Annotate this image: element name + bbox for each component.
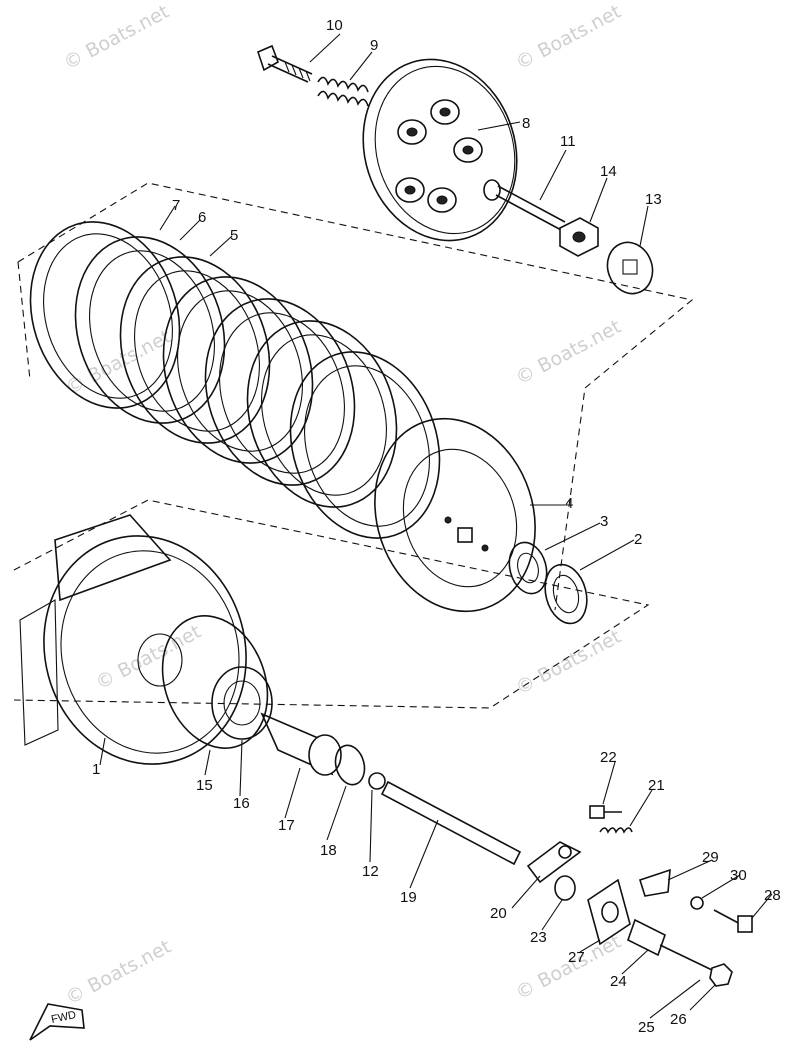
callout-1: 1 (92, 761, 100, 778)
part-23-washer (554, 875, 576, 901)
fwd-label: FWD (50, 1009, 77, 1026)
callout-10: 10 (326, 17, 343, 34)
callout-14: 14 (600, 163, 617, 180)
watermark-lower-right: © Boats.net (512, 626, 625, 700)
part-18-washer (334, 744, 366, 786)
part-25-screw (659, 944, 713, 971)
watermark-center: © Boats.net (92, 621, 205, 695)
part-8-pressure-plate (362, 58, 518, 242)
callout-18: 18 (320, 842, 337, 859)
part-4-clutch-boss (374, 417, 536, 613)
callout-11: 11 (560, 133, 576, 150)
callout-22: 22 (600, 749, 617, 766)
part-1-clutch-housing (19, 514, 247, 765)
part-21-spring (599, 827, 633, 834)
watermark-bottom-right: © Boats.net (512, 931, 625, 1005)
part-20-lever (526, 841, 582, 884)
part-11-push-rod (483, 179, 566, 232)
part-3-washer (508, 541, 548, 595)
part-27-adjuster-cover (587, 878, 631, 946)
part-30-washer (690, 896, 704, 910)
callout-29: 29 (702, 849, 719, 866)
callout-15: 15 (196, 777, 213, 794)
part-19-push-rod (380, 780, 522, 866)
part-10-bolt (257, 44, 313, 83)
callout-12: 12 (362, 863, 379, 880)
watermark-bottom-left: © Boats.net (62, 936, 175, 1010)
part-28-screw (713, 909, 753, 933)
clutch-plate-stack (29, 221, 441, 539)
callout-3: 3 (600, 513, 608, 530)
callout-25: 25 (638, 1019, 655, 1036)
part-9-spring (317, 76, 369, 107)
watermark-mid-right: © Boats.net (512, 316, 625, 390)
boundary-plates-left-edge (17, 261, 31, 381)
callout-26: 26 (670, 1011, 687, 1028)
part-29-plate (639, 868, 671, 897)
part-22-bolt (589, 805, 622, 819)
watermark-top-left: © Boats.net (60, 1, 173, 75)
callout-8: 8 (522, 115, 530, 132)
part-5-plate (119, 256, 271, 444)
part-2-washer (544, 563, 588, 625)
callout-6: 6 (198, 209, 206, 226)
part-7-plate (29, 221, 181, 409)
callout-27: 27 (568, 949, 585, 966)
part-12-ball (368, 772, 386, 790)
callout-5: 5 (230, 227, 238, 244)
part-16-gear (211, 666, 273, 740)
boundary-clutch-plates (17, 182, 694, 611)
part-14-nut (559, 217, 599, 257)
part-13-lock-washer (606, 241, 654, 295)
part-26-nut (709, 963, 733, 987)
part-15-o-ring (161, 615, 269, 749)
callout-2: 2 (634, 531, 642, 548)
callout-labels: 10 9 8 11 14 13 7 6 5 4 3 2 1 15 16 17 1… (92, 17, 781, 1036)
callout-19: 19 (400, 889, 417, 906)
callout-20: 20 (490, 905, 507, 922)
callout-9: 9 (370, 37, 378, 54)
part-17-spacer (260, 712, 342, 776)
watermark-top-right: © Boats.net (512, 1, 625, 75)
watermark-mid-left: © Boats.net (62, 326, 175, 400)
group-boundaries (13, 182, 694, 709)
fwd-arrow-marker: FWD (29, 1003, 85, 1041)
callout-13: 13 (645, 191, 662, 208)
callout-7: 7 (172, 197, 180, 214)
callout-17: 17 (278, 817, 295, 834)
part-24-adjuster (627, 918, 666, 957)
callout-28: 28 (764, 887, 781, 904)
leader-lines (99, 33, 773, 1019)
part-6-plate (74, 236, 226, 424)
callout-23: 23 (530, 929, 547, 946)
callout-4: 4 (565, 495, 573, 512)
callout-30: 30 (730, 867, 747, 884)
callout-21: 21 (648, 777, 665, 794)
callout-16: 16 (233, 795, 250, 812)
callout-24: 24 (610, 973, 627, 990)
